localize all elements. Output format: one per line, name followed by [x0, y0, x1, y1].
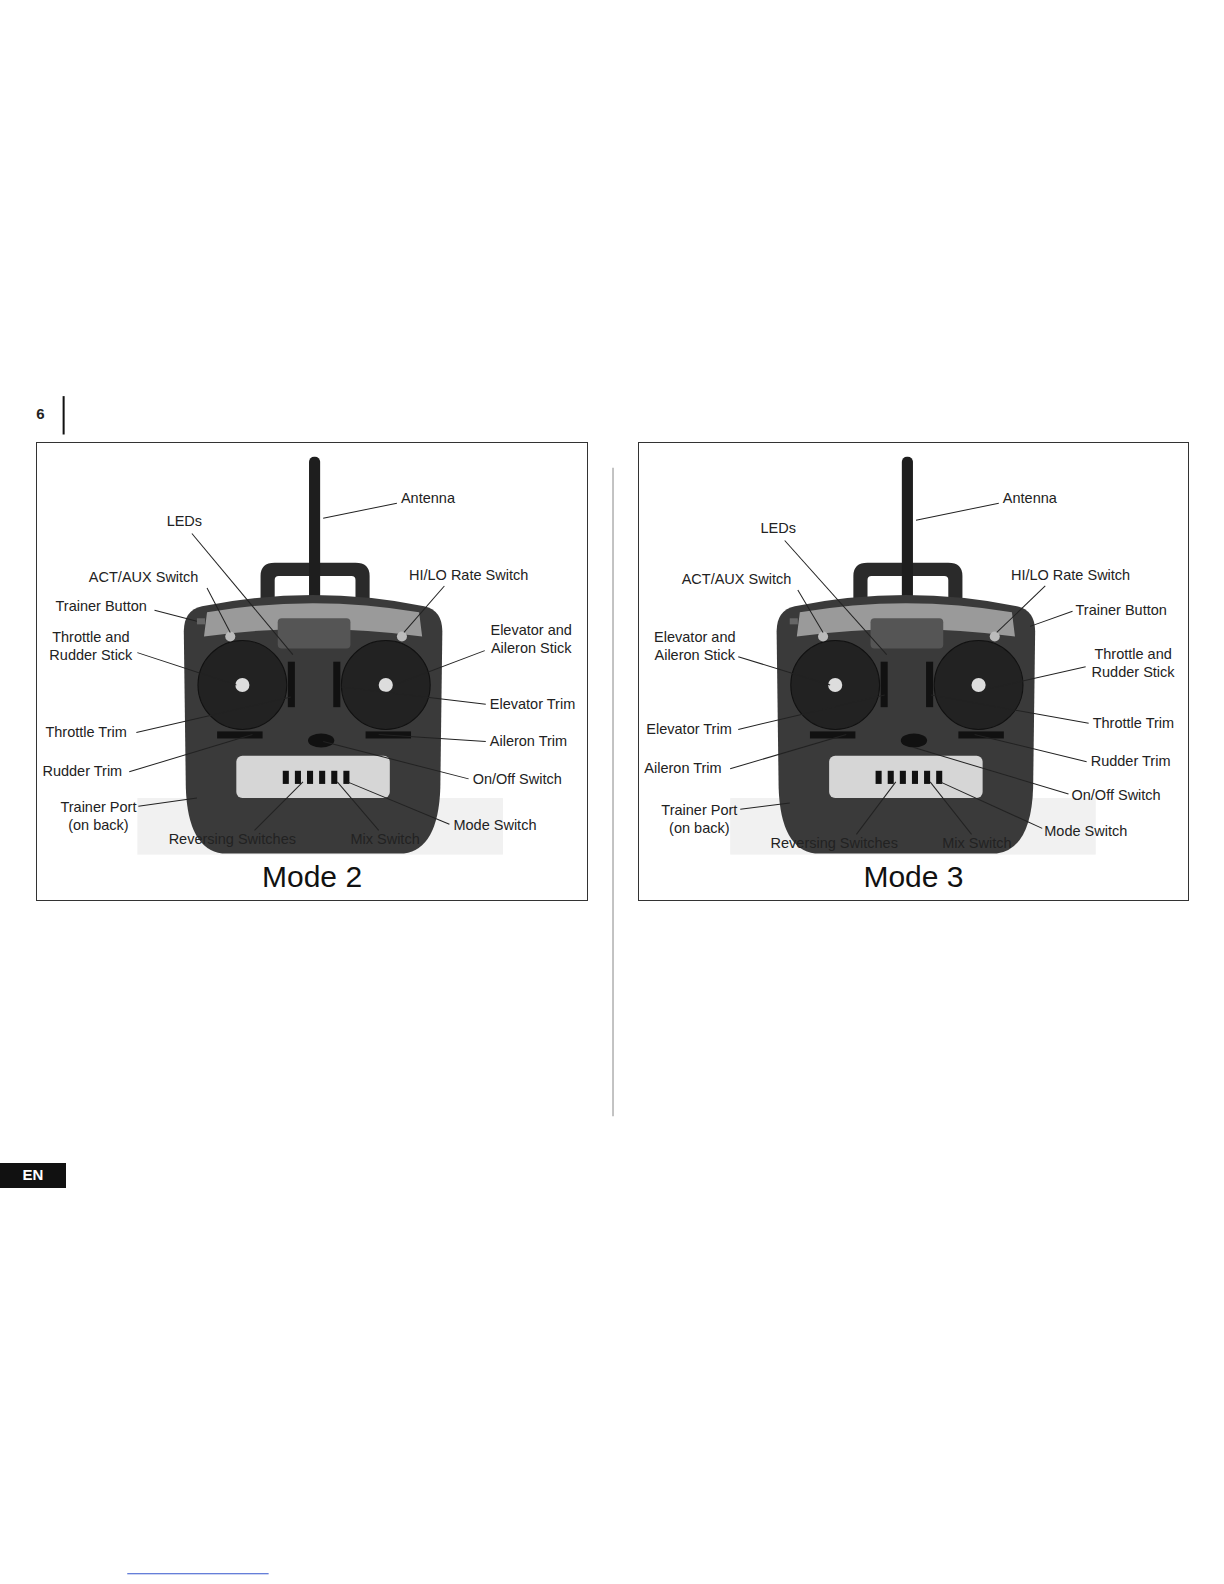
- part-label: HI/LO Rate Switch: [1011, 566, 1130, 584]
- part-label: Antenna: [1003, 489, 1057, 507]
- part-label: Mix Switch: [350, 830, 419, 848]
- part-label: HI/LO Rate Switch: [409, 566, 528, 584]
- language-badge: EN: [0, 1163, 66, 1187]
- part-label: Rudder Trim: [1091, 752, 1171, 770]
- part-label: Antenna: [401, 489, 455, 507]
- part-label: Trainer Port (on back): [50, 798, 146, 834]
- leader-lines: [129, 503, 1088, 834]
- part-label: Elevator and Aileron Stick: [644, 628, 745, 664]
- transmitter-photo: [137, 457, 503, 855]
- part-label: Mix Switch: [942, 834, 1011, 852]
- part-label: Elevator and Aileron Stick: [483, 621, 580, 657]
- mode-caption: Mode 2: [37, 860, 586, 894]
- mode-caption: Mode 3: [639, 860, 1187, 894]
- part-label: Trainer Button: [1076, 601, 1167, 619]
- part-label: Trainer Button: [56, 597, 147, 615]
- column-divider: [613, 468, 614, 1116]
- part-label: LEDs: [167, 512, 202, 530]
- badge-text: EN: [0, 1163, 66, 1187]
- part-label: Throttle and Rudder Stick: [1087, 645, 1180, 681]
- transmitter-photo: [730, 457, 1096, 855]
- part-label: Mode Switch: [453, 816, 536, 834]
- part-label: ACT/AUX Switch: [682, 570, 792, 588]
- part-label: ACT/AUX Switch: [89, 568, 199, 586]
- part-label: Trainer Port (on back): [651, 801, 747, 837]
- part-label: Throttle Trim: [45, 723, 126, 741]
- part-label: Mode Switch: [1044, 822, 1127, 840]
- part-label: Throttle and Rudder Stick: [42, 628, 139, 664]
- part-label: Rudder Trim: [42, 762, 122, 780]
- page-number: 6: [36, 405, 44, 423]
- link-underline: [127, 1573, 268, 1574]
- part-label: Throttle Trim: [1093, 714, 1174, 732]
- part-label: On/Off Switch: [473, 770, 562, 788]
- part-label: On/Off Switch: [1072, 786, 1161, 804]
- part-label: Reversing Switches: [169, 830, 296, 848]
- part-label: Reversing Switches: [771, 834, 898, 852]
- part-label: LEDs: [760, 519, 795, 537]
- part-label: Elevator Trim: [490, 695, 575, 713]
- part-label: Elevator Trim: [646, 720, 731, 738]
- part-label: Aileron Trim: [644, 759, 721, 777]
- header-rule: [63, 396, 65, 434]
- part-label: Aileron Trim: [490, 732, 567, 750]
